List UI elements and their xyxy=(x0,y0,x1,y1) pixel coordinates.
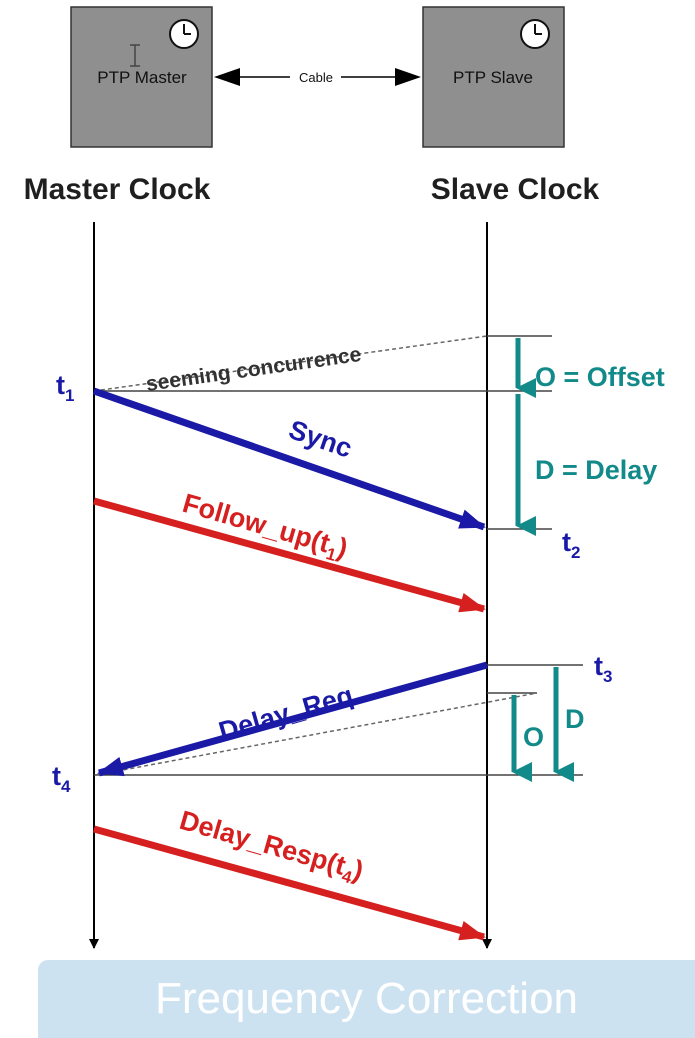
text-cursor-icon xyxy=(130,44,140,67)
follow-up-arrow xyxy=(93,497,486,613)
seeming-concurrence-label: seeming concurrence xyxy=(144,343,362,396)
t4-label: t4 xyxy=(52,761,71,796)
delay-resp-arrow xyxy=(93,825,486,941)
ptp-slave-label: PTP Slave xyxy=(453,68,533,87)
seeming-concurrence-line-lower xyxy=(95,692,538,776)
t3-label: t3 xyxy=(594,651,612,686)
delay-req-label: Delay_Req xyxy=(215,680,356,747)
cable-label: Cable xyxy=(299,70,333,85)
offset-short-label: O xyxy=(523,722,544,752)
slave-clock-title: Slave Clock xyxy=(431,173,600,206)
delay-label: D = Delay xyxy=(535,455,657,485)
t2-label: t2 xyxy=(562,527,580,562)
frequency-correction-banner: Frequency Correction xyxy=(38,960,695,1038)
master-clock-title: Master Clock xyxy=(24,173,211,206)
ptp-slave-box: PTP Slave xyxy=(422,6,565,148)
cable-arrow-right xyxy=(395,68,421,86)
ptp-master-label: PTP Master xyxy=(97,68,187,87)
clock-icon xyxy=(169,19,199,49)
cable-arrow-left xyxy=(214,68,240,86)
sync-label: Sync xyxy=(285,414,356,463)
sync-arrow xyxy=(92,387,486,531)
ptp-master-box: PTP Master xyxy=(70,6,213,148)
offset-label: O = Offset xyxy=(535,362,665,392)
follow-up-label: Follow_up(t1) xyxy=(178,488,351,568)
clock-icon xyxy=(520,19,550,49)
t1-label: t1 xyxy=(56,370,74,405)
delay-req-arrow xyxy=(97,661,488,777)
delay-short-label: D xyxy=(565,704,585,734)
cable-connector: Cable xyxy=(214,68,421,86)
seeming-concurrence-line xyxy=(93,335,488,392)
